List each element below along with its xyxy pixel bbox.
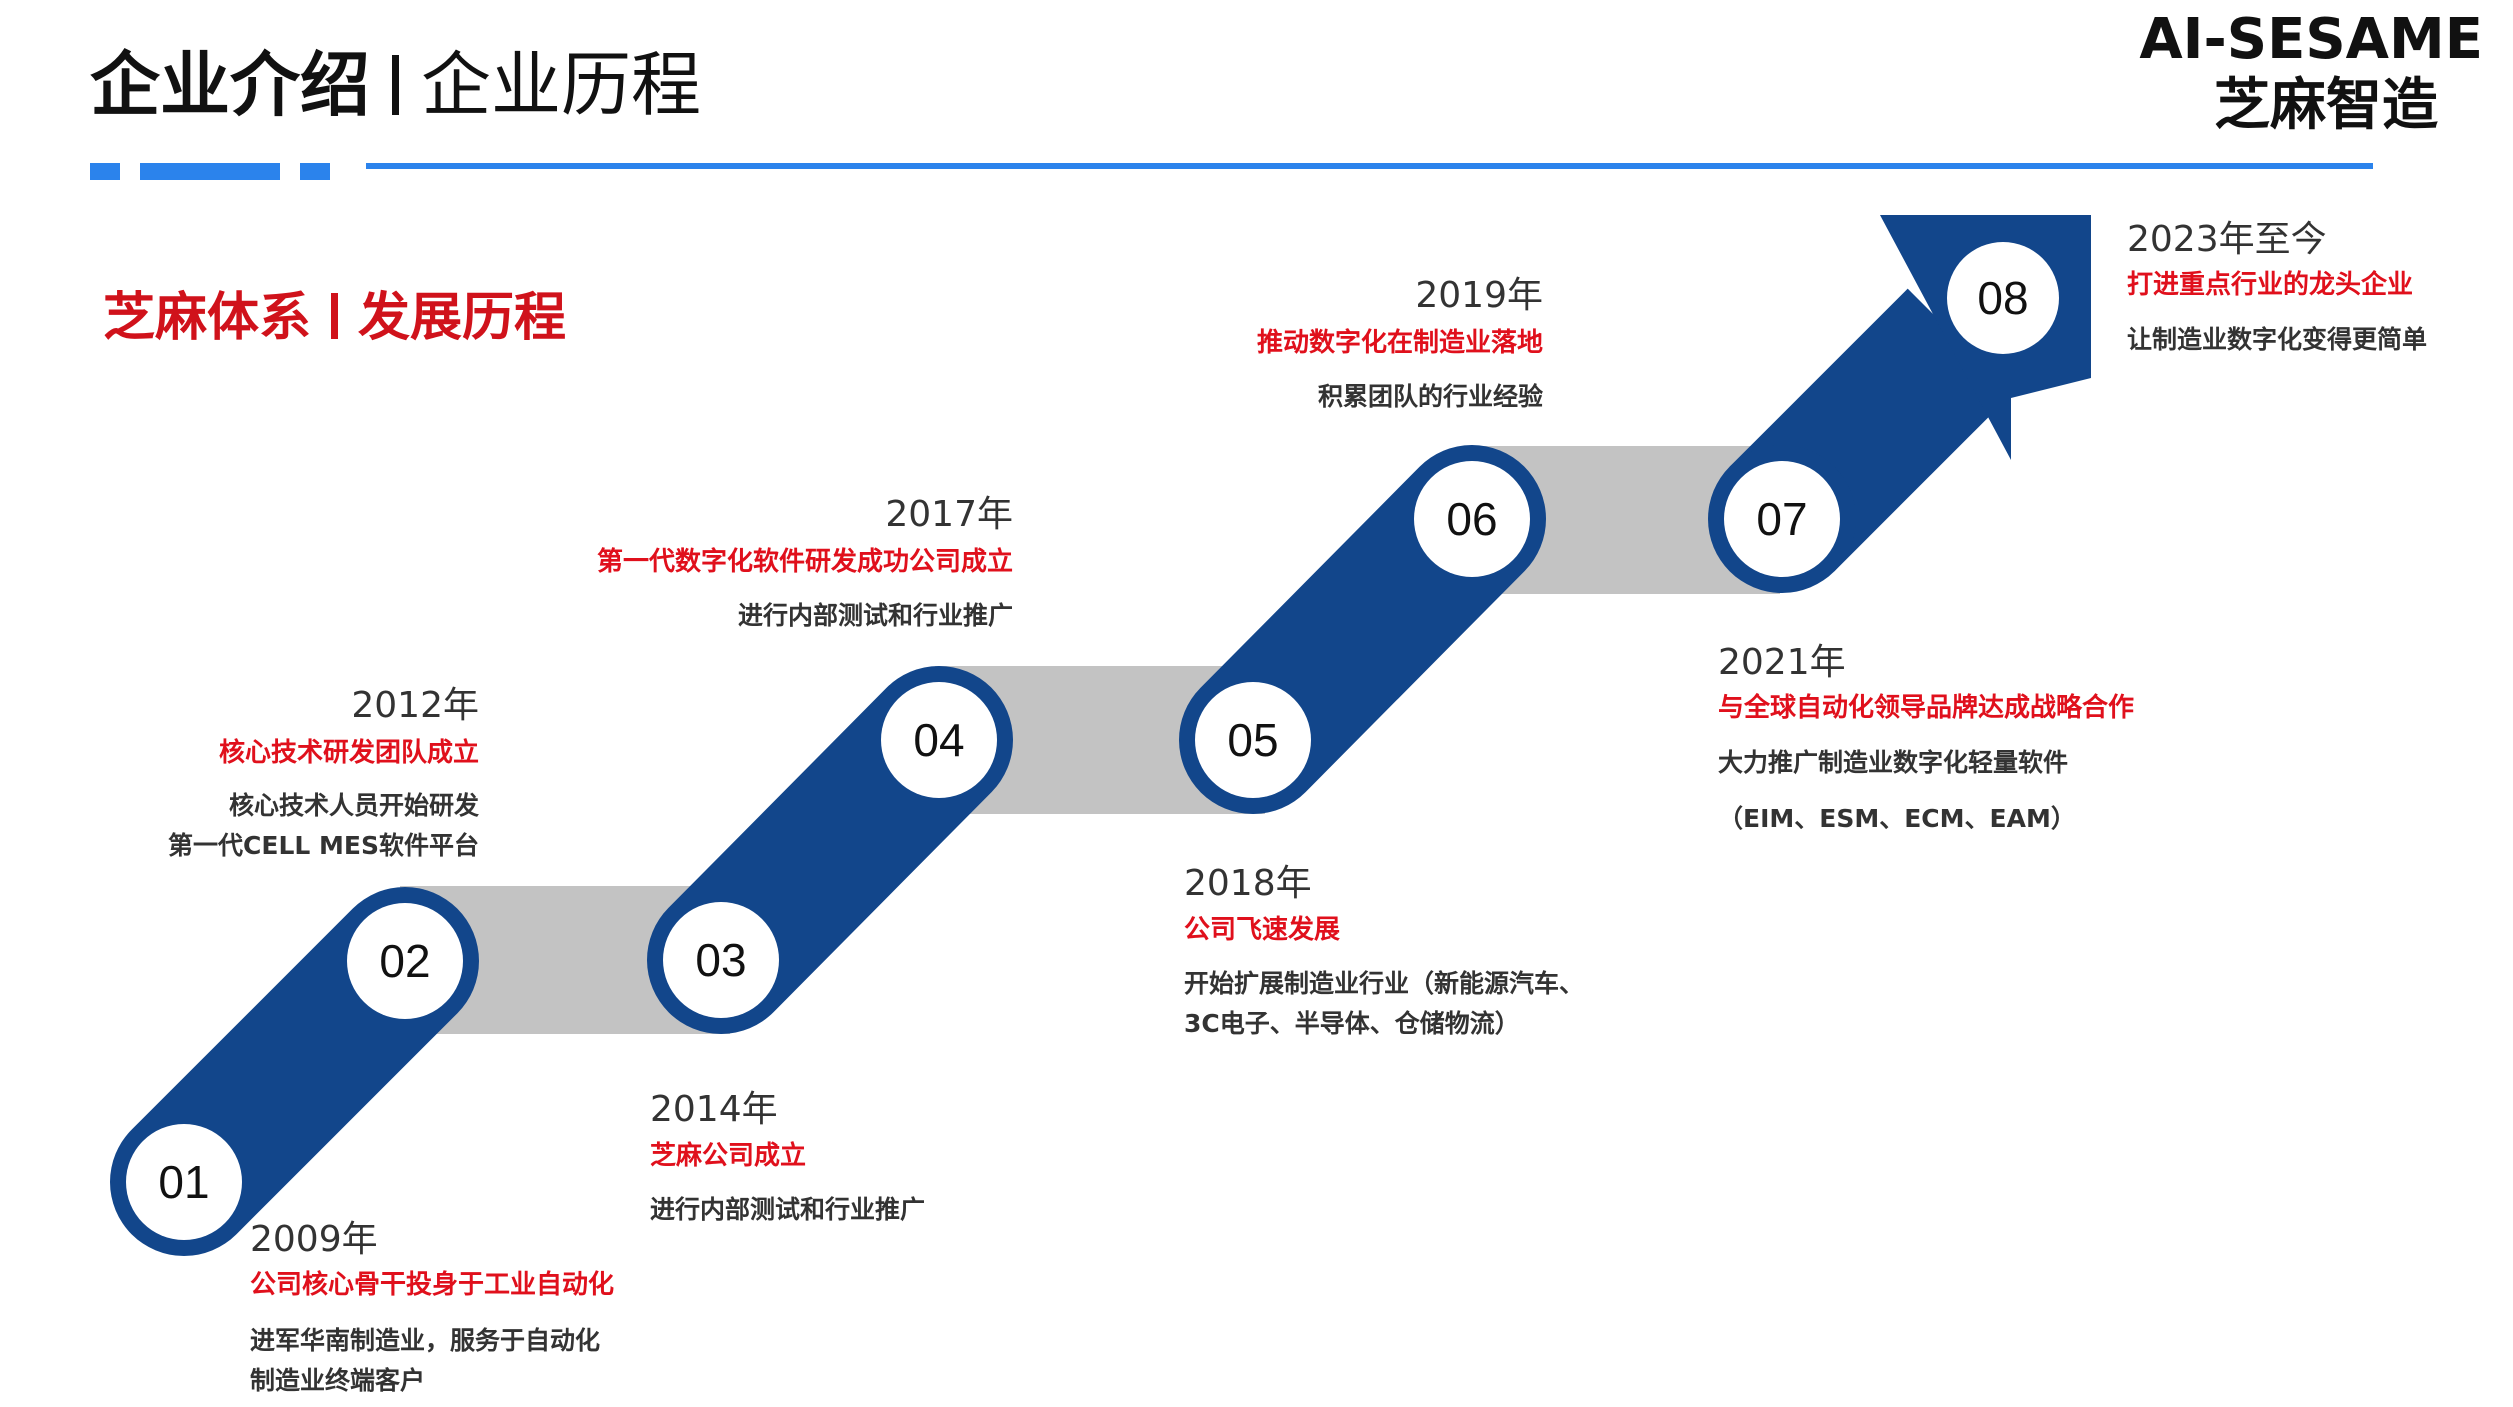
- brand-logo-text: AI-SESAME: [2139, 7, 2483, 72]
- milestone-headline-05: 公司飞速发展: [1184, 915, 1341, 945]
- milestone-desc-line: 核心技术人员开始研发: [228, 791, 479, 820]
- milestone-desc-line: 让制造业数字化变得更简单: [2127, 325, 2428, 354]
- milestone-marker-04: 04: [881, 682, 997, 798]
- milestone-desc-line: 进行内部测试和行业推广: [650, 1195, 926, 1224]
- milestone-year-05: 2018年: [1184, 863, 1312, 904]
- milestone-desc-line: （EIM、ESM、ECM、EAM）: [1718, 804, 2076, 833]
- milestone-desc-06: 积累团队的行业经验: [1318, 377, 1543, 417]
- milestone-number-03: 03: [695, 934, 746, 986]
- milestone-marker-03: 03: [663, 902, 779, 1018]
- milestone-desc-03: 进行内部测试和行业推广: [650, 1190, 925, 1230]
- header-underline: [366, 163, 2373, 169]
- milestone-year-01: 2009年: [250, 1219, 378, 1260]
- milestone-number-08: 08: [1977, 272, 2028, 324]
- milestone-number-07: 07: [1756, 493, 1807, 545]
- section-title: 芝麻体系发展历程: [103, 292, 566, 344]
- milestone-desc-01: 进军华南制造业，服务于自动化 制造业终端客户: [250, 1321, 600, 1401]
- milestone-marker-08: 08: [1947, 242, 2059, 354]
- milestone-desc-05: 开始扩展制造业行业（新能源汽车、 3C电子、半导体、仓储物流）: [1184, 964, 1584, 1044]
- milestone-year-08: 2023年至今: [2127, 219, 2327, 260]
- milestone-desc-line: 大力推广制造业数字化轻量软件: [1718, 748, 2069, 777]
- milestone-headline-04: 第一代数字化软件研发成功公司成立: [596, 547, 1013, 577]
- milestone-headline-01: 公司核心骨干投身于工业自动化: [250, 1270, 615, 1300]
- milestone-desc-04: 进行内部测试和行业推广: [738, 596, 1013, 636]
- milestone-year-06: 2019年: [1415, 275, 1543, 316]
- milestone-number-06: 06: [1446, 493, 1497, 545]
- milestone-number-02: 02: [379, 935, 430, 987]
- title-divider: [392, 55, 399, 115]
- milestone-desc-line: 第一代CELL MES软件平台: [168, 831, 479, 860]
- milestone-headline-06: 推动数字化在制造业落地: [1256, 328, 1543, 358]
- milestone-headline-03: 芝麻公司成立: [650, 1141, 807, 1171]
- milestone-number-01: 01: [158, 1156, 209, 1208]
- milestone-marker-06: 06: [1414, 461, 1530, 577]
- milestone-marker-05: 05: [1195, 682, 1311, 798]
- milestone-desc-line: 进军华南制造业，服务于自动化: [250, 1326, 601, 1355]
- header-decoration-dash: [140, 163, 280, 180]
- milestone-headline-08: 打进重点行业的龙头企业: [2127, 270, 2414, 300]
- brand-logo-text-cn: 芝麻智造: [2214, 73, 2438, 138]
- milestone-year-03: 2014年: [650, 1089, 778, 1130]
- milestone-marker-07: 07: [1724, 461, 1840, 577]
- page-title-sub: 企业历程: [421, 44, 701, 126]
- header-decoration-dash: [90, 163, 120, 180]
- milestone-desc-line: 3C电子、半导体、仓储物流）: [1184, 1009, 1520, 1038]
- milestone-desc-line: 进行内部测试和行业推广: [737, 601, 1013, 630]
- milestone-desc-line: 制造业终端客户: [250, 1366, 426, 1395]
- milestone-number-04: 04: [913, 714, 964, 766]
- milestone-headline-07: 与全球自动化领导品牌达成战略合作: [1718, 693, 2135, 723]
- header-decoration-dash: [300, 163, 330, 180]
- milestone-number-05: 05: [1227, 714, 1278, 766]
- milestone-year-02: 2012年: [351, 685, 479, 726]
- milestone-year-04: 2017年: [885, 494, 1013, 535]
- milestone-desc-line: 开始扩展制造业行业（新能源汽车、: [1184, 969, 1585, 998]
- milestone-desc-02: 核心技术人员开始研发 第一代CELL MES软件平台: [168, 786, 479, 866]
- milestone-desc-07: 大力推广制造业数字化轻量软件 （EIM、ESM、ECM、EAM）: [1718, 743, 2076, 839]
- section-title-left: 芝麻体系: [103, 288, 312, 348]
- page-title: 企业介绍企业历程: [90, 50, 701, 120]
- milestone-marker-01: 01: [126, 1124, 242, 1240]
- milestone-marker-02: 02: [347, 903, 463, 1019]
- milestone-headline-02: 核心技术研发团队成立: [218, 738, 479, 768]
- section-title-divider: [331, 293, 339, 339]
- milestone-year-07: 2021年: [1718, 642, 1846, 683]
- page-title-main: 企业介绍: [90, 44, 370, 126]
- milestone-desc-08: 让制造业数字化变得更简单: [2127, 320, 2427, 360]
- section-title-right: 发展历程: [358, 288, 567, 348]
- milestone-desc-line: 积累团队的行业经验: [1317, 382, 1543, 411]
